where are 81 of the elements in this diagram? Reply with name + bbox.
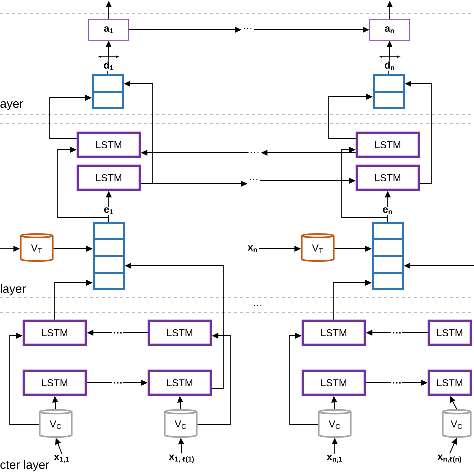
arrow [140, 181, 248, 187]
embedding-cylinder: V$_{T}$ [20, 233, 54, 262]
layer-label: … [254, 305, 262, 307]
input-label: x$_{n}$ [248, 246, 258, 252]
lstm-box: LSTM [148, 320, 212, 346]
arrow [328, 94, 373, 140]
embedding-cylinder: V$_{C}$ [442, 409, 472, 438]
arrow [366, 330, 428, 336]
arrow [141, 150, 250, 156]
vector-box [92, 74, 124, 110]
arrow [178, 396, 184, 410]
input-label: x$_{n,ℓ(n)}$ [438, 454, 462, 464]
arrow [197, 333, 232, 426]
vector-box [373, 74, 405, 110]
arrow [10, 333, 40, 426]
ellipsis: … [250, 179, 258, 181]
arrow [254, 27, 370, 33]
lstm-box: LSTM [22, 370, 88, 396]
edge-label: … [114, 382, 122, 384]
arrow [0, 246, 20, 252]
ellipsis: … [251, 152, 259, 154]
input-label: x$_{1, ℓ(1)}$ [169, 454, 194, 464]
layer-label: layer [1, 284, 26, 296]
ellipsis: … [244, 28, 252, 30]
embedding-cylinder: V$_{C}$ [318, 409, 352, 438]
arrow [290, 333, 319, 426]
lstm-box: LSTM [22, 320, 88, 346]
lstm-box: LSTM [302, 320, 366, 346]
embedding-cylinder: V$_{C}$ [39, 409, 73, 438]
lstm-box: LSTM [302, 370, 366, 396]
lstm-box: LSTM [356, 132, 420, 158]
edge-label: d$_{1}$ [104, 62, 114, 70]
arrow [450, 438, 458, 454]
arrow [405, 81, 432, 184]
input-label: x$_{1,1}$ [54, 455, 70, 463]
output-box: a$_{n}$ [370, 19, 410, 41]
input-label: x$_{n,1}$ [326, 455, 342, 463]
arrow [334, 280, 372, 320]
lstm-box: LSTM [428, 370, 472, 396]
arrow [404, 263, 474, 269]
arrow [87, 330, 148, 336]
arrow [366, 380, 428, 386]
lstm-box: LSTM [428, 320, 472, 346]
edge-label: … [393, 382, 401, 384]
arrow [450, 396, 458, 410]
edge-label: … [114, 332, 122, 334]
arrow [86, 380, 148, 386]
arrow [53, 246, 93, 252]
arrow [50, 95, 92, 140]
arrow [58, 147, 110, 222]
vector-box [372, 222, 404, 290]
arrow [106, 1, 112, 20]
arrow [342, 147, 388, 222]
edge-label: e$_{n}$ [383, 208, 392, 214]
lstm-box: LSTM [76, 164, 142, 192]
arrow [178, 438, 184, 454]
edge-label: e$_{1}$ [104, 208, 114, 214]
arrow [56, 438, 62, 454]
layer-label: ayer [0, 102, 24, 110]
arrow [124, 81, 154, 184]
lstm-box: LSTM [76, 132, 142, 158]
lstm-box: LSTM [356, 164, 420, 192]
arrow [54, 280, 93, 320]
arrow [258, 246, 302, 252]
arrow [332, 438, 338, 454]
arrow [260, 178, 356, 184]
edge-label: d$_{n}$ [384, 62, 395, 70]
embedding-cylinder: V$_{T}$ [301, 233, 335, 262]
arrow [128, 27, 242, 33]
arrow [334, 246, 372, 252]
arrow [332, 396, 338, 410]
lstm-box: LSTM [148, 370, 212, 396]
output-box: a$_{1}$ [88, 19, 130, 41]
embedding-cylinder: V$_{C}$ [164, 409, 198, 438]
arrow [261, 150, 356, 156]
arrow [52, 396, 58, 410]
layer-label: cter layer [0, 460, 50, 472]
arrow [125, 263, 224, 390]
edge-label: … [393, 332, 401, 334]
arrow [387, 1, 393, 20]
vector-box [93, 222, 125, 290]
